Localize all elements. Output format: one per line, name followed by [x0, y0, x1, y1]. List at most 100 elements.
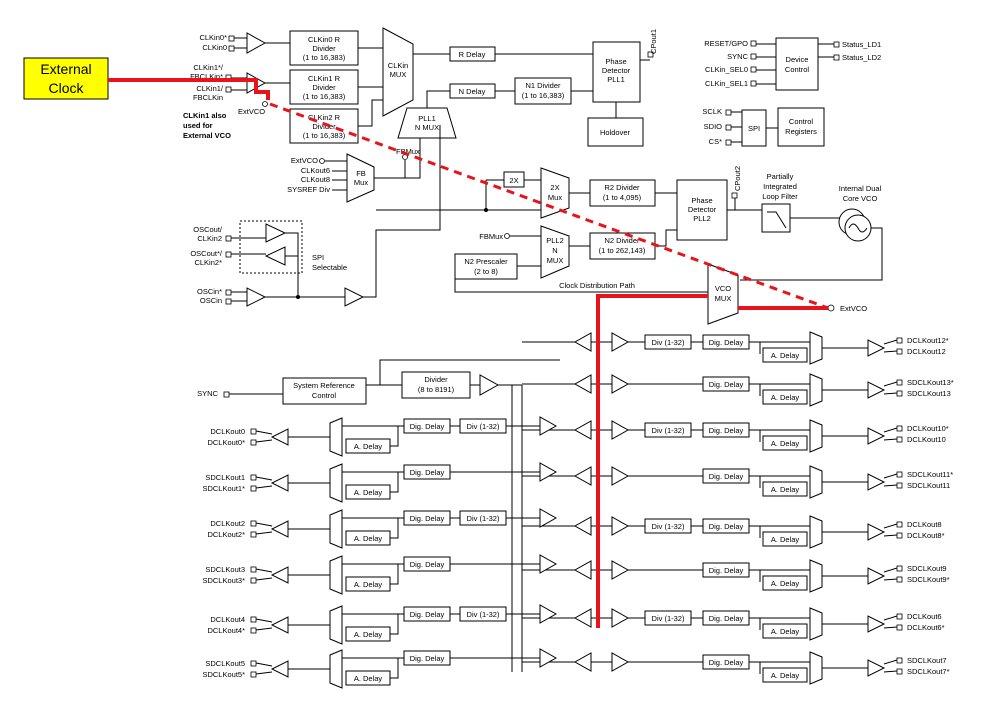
- right-return-buffer-2: [573, 420, 592, 440]
- left-a-delay-5-label: A. Delay: [354, 674, 383, 683]
- r2-label-2: (1 to 4,095): [603, 193, 642, 202]
- right-a-delay-3-label: A. Delay: [771, 485, 800, 494]
- oscout-star-label: OSCout*/: [190, 249, 223, 258]
- sysref-control-label-1: System Reference: [293, 381, 355, 390]
- right-a-delay-1-label: A. Delay: [771, 393, 800, 402]
- pll2-n-mux-label-1: PLL2: [546, 236, 564, 245]
- sysref-divider: [401, 371, 471, 399]
- right-out-label-7-b: SDCLKout7*: [907, 667, 950, 676]
- r2-label-1: CLKin2 R: [308, 113, 341, 122]
- left-a-delay-0-label: A. Delay: [354, 442, 383, 451]
- fb-mux-label-1: FB: [356, 169, 366, 178]
- r0-label-1: CLKin0 R: [308, 35, 341, 44]
- right-fwd-buffer-1: [611, 374, 630, 394]
- output-channels: Div (1-32) Dig. Delay A. Delay DCLKout12* DC…: [202, 331, 954, 689]
- right-a-delay-1: [762, 389, 808, 405]
- 2x-label: 2X: [509, 176, 518, 185]
- n2-label-2: (1 to 262,143): [599, 246, 646, 255]
- right-out-buffer-3: [867, 473, 886, 491]
- clkin1-star-label: CLKin1*/: [193, 63, 224, 72]
- pd1-label-1: Phase: [605, 57, 626, 66]
- n-delay-label: N Delay: [459, 87, 486, 96]
- right-a-delay-4-label: A. Delay: [771, 535, 800, 544]
- right-mux-6: [809, 607, 823, 641]
- clkin1-label: CLKin1/: [196, 84, 224, 93]
- clock-distribution-highlight: [596, 294, 708, 628]
- right-out-buffer-4: [867, 523, 886, 541]
- left-out-label-4-a: DCLKout4: [210, 615, 245, 624]
- sel1-label: CLKin_SEL1: [705, 79, 748, 88]
- 2x-mux-label-2: Mux: [548, 193, 562, 202]
- left-dig-delay-2-label: Dig. Delay: [410, 514, 445, 523]
- left-dig-delay-0-label: Dig. Delay: [410, 422, 445, 431]
- left-out-buffer-0: [270, 428, 289, 446]
- left-out-label-5-b: SDCLKout5*: [202, 670, 245, 679]
- right-out-buffer-5: [867, 567, 886, 585]
- right-a-delay-4: [762, 531, 808, 547]
- cpout2-pin: [731, 192, 738, 199]
- right-mux-0: [809, 331, 823, 365]
- right-fwd-buffer-0: [611, 332, 630, 352]
- r0-label-3: (1 to 16,383): [303, 53, 346, 62]
- right-dig-delay-6-label: Dig. Delay: [709, 614, 744, 623]
- right-out-label-5-b: SDCLKout9*: [907, 575, 950, 584]
- right-div-6-label: Div (1-32): [652, 614, 685, 623]
- sync-input-label: SYNC: [197, 389, 218, 398]
- r2-label-2: Divider: [312, 122, 336, 131]
- right-a-delay-5-label: A. Delay: [771, 579, 800, 588]
- sclk-label: SCLK: [702, 107, 722, 116]
- control-registers-label-2: Registers: [785, 127, 817, 136]
- sysref-divider-label-2: (8 to 8191): [418, 385, 455, 394]
- right-dig-delay-5-label: Dig. Delay: [709, 566, 744, 575]
- system-reference-control: [282, 377, 367, 405]
- right-out-label-0-a: DCLKout12*: [907, 336, 949, 345]
- left-mux-5: [329, 649, 343, 689]
- right-out-label-2-b: DCLKout10: [907, 435, 946, 444]
- clkin1-pin: [225, 86, 232, 93]
- right-out-label-2-a: DCLKout10*: [907, 424, 949, 433]
- status-ld1-label: Status_LD1: [842, 40, 881, 49]
- pll1-n-mux: [397, 107, 457, 139]
- left-a-delay-2-label: A. Delay: [354, 534, 383, 543]
- right-out-buffer-0: [867, 339, 886, 357]
- vco-mux-label-1: VCO: [715, 284, 731, 293]
- oscin-amp: [344, 287, 365, 307]
- right-out-label-1-b: SDCLKout13: [907, 389, 951, 398]
- clkin2-buffer: [264, 246, 286, 266]
- left-fwd-buffer-2: [539, 508, 558, 528]
- left-out-label-2-b: DCLKout2*: [207, 530, 245, 539]
- holdover-label: Holdover: [600, 128, 631, 137]
- fb-mux: [346, 153, 375, 203]
- sdio-label: SDIO: [704, 122, 723, 131]
- left-out-label-2-a: DCLKout2: [210, 519, 245, 528]
- left-mux-4: [329, 605, 343, 645]
- right-out-label-4-a: DCLKout8: [907, 520, 942, 529]
- status-ld2-label: Status_LD2: [842, 53, 881, 62]
- control-registers-label-1: Control: [789, 117, 814, 126]
- right-mux-7: [809, 651, 823, 685]
- left-fwd-buffer-5: [539, 648, 558, 668]
- pll2-fbmux-label: FBMux: [479, 232, 503, 241]
- left-out-label-0-a: DCLKout0: [210, 427, 245, 436]
- right-a-delay-3: [762, 481, 808, 497]
- clkin0-r-divider: [289, 30, 359, 66]
- left-a-delay-1-label: A. Delay: [354, 488, 383, 497]
- clkin-mux-label-2: MUX: [390, 70, 407, 79]
- external-clock-label-1: External: [40, 61, 91, 77]
- right-a-delay-2: [762, 435, 808, 451]
- right-return-buffer-4: [573, 516, 592, 536]
- right-dig-delay-1-label: Dig. Delay: [709, 380, 744, 389]
- pll1-n-mux-label-2: N MUX: [415, 123, 439, 132]
- spi-selectable-label-2: Selectable: [312, 263, 347, 272]
- left-out-buffer-4: [270, 616, 289, 634]
- left-out-buffer-3: [270, 566, 289, 584]
- fbclkin-label: FBCLKin: [193, 93, 223, 102]
- cpout1-label: CPout1: [649, 29, 658, 54]
- right-out-label-6-a: DCLKout6: [907, 612, 942, 621]
- vco-label-1: Internal Dual: [839, 184, 882, 193]
- fb-mux-label-2: Mux: [354, 178, 368, 187]
- holdover-block: [587, 117, 644, 147]
- right-div-0-label: Div (1-32): [652, 338, 685, 347]
- filter-label-3: Loop Filter: [762, 192, 798, 201]
